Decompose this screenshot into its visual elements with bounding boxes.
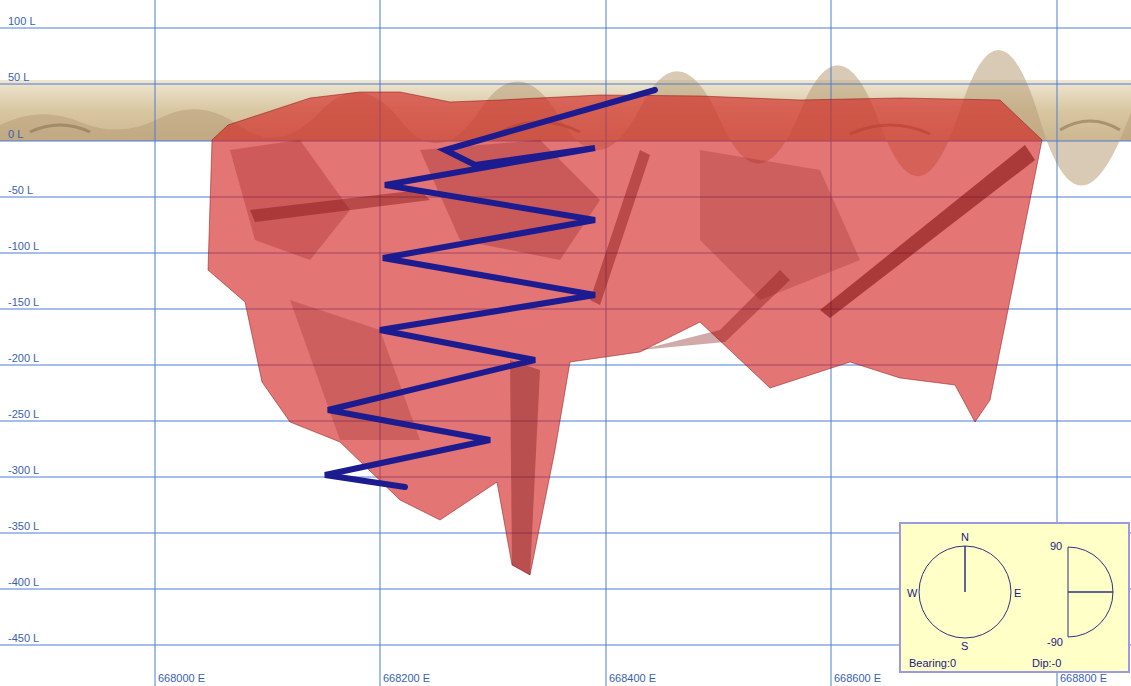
dip-scale-label: 90 bbox=[1050, 540, 1062, 552]
easting-label: 668000 E bbox=[158, 672, 205, 684]
level-label: -450 L bbox=[8, 632, 39, 644]
dip-scale-label: -90 bbox=[1047, 636, 1063, 648]
level-label: -100 L bbox=[8, 240, 39, 252]
orebody bbox=[208, 92, 1042, 575]
compass-letter: S bbox=[961, 640, 968, 652]
decline-ramp bbox=[325, 90, 655, 487]
level-label: 100 L bbox=[8, 15, 36, 27]
easting-label: 668600 E bbox=[834, 672, 881, 684]
easting-label: 668400 E bbox=[609, 672, 656, 684]
easting-label: 668800 E bbox=[1060, 672, 1107, 684]
bearing-readout: Bearing:0 bbox=[909, 657, 956, 669]
level-label: 0 L bbox=[8, 128, 23, 140]
compass-letter: N bbox=[961, 531, 969, 543]
level-label: 50 L bbox=[8, 71, 29, 83]
level-label: -200 L bbox=[8, 352, 39, 364]
dip-readout: Dip:-0 bbox=[1032, 657, 1061, 669]
compass-letter: E bbox=[1014, 587, 1021, 599]
compass-letter: W bbox=[907, 587, 917, 599]
easting-label: 668200 E bbox=[383, 672, 430, 684]
level-label: -50 L bbox=[8, 184, 33, 196]
level-label: -150 L bbox=[8, 296, 39, 308]
level-label: -400 L bbox=[8, 576, 39, 588]
level-label: -250 L bbox=[8, 408, 39, 420]
orientation-panel bbox=[900, 523, 1129, 672]
level-label: -350 L bbox=[8, 520, 39, 532]
level-label: -300 L bbox=[8, 464, 39, 476]
